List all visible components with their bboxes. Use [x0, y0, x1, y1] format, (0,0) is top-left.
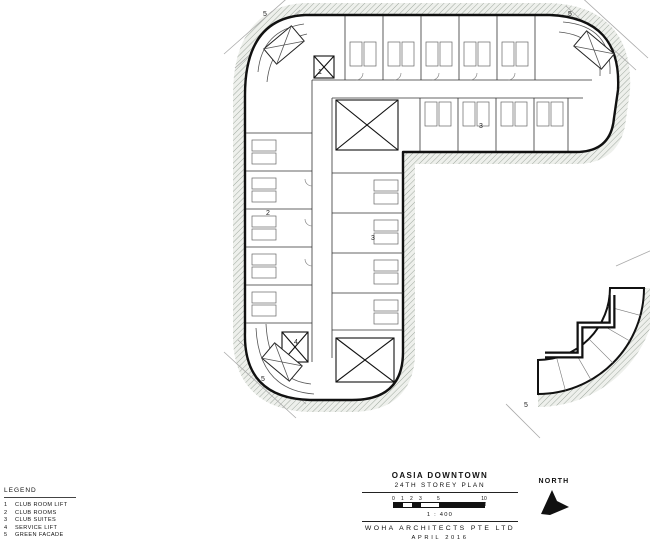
scale-segment — [412, 503, 421, 507]
legend-item: 5 GREEN FACADE — [4, 532, 99, 540]
scale-ratio: 1 : 400 — [426, 512, 454, 518]
plan-annotation: 3 — [371, 235, 375, 242]
stair-lift-cores — [281, 55, 399, 383]
scale-label: 3 — [419, 496, 422, 502]
plan-annotation: 5 — [524, 402, 528, 409]
plan-annotation: 2 — [266, 210, 270, 217]
scale-label: 2 — [410, 496, 413, 502]
legend-item: 4 SERVICE LIFT — [4, 525, 99, 533]
plan-annotation: 5 — [568, 11, 572, 18]
corridor-lines — [311, 79, 592, 362]
legend-item-number: 2 — [4, 509, 8, 516]
plan-annotation: 1 — [318, 69, 322, 76]
north-indicator: NORTH — [531, 478, 577, 524]
door-swings — [304, 72, 516, 267]
room-partitions — [246, 16, 569, 331]
floor-plan-svg — [223, 0, 650, 439]
legend: LEGEND 1 CLUB ROOM LIFT 2 CLUB ROOMS 3 C… — [4, 487, 99, 540]
scale-label: 1 — [401, 496, 404, 502]
plan-annotation: 3 — [479, 123, 483, 130]
scale-bar — [393, 502, 485, 508]
scale-segment — [439, 503, 484, 507]
project-title: OASIA DOWNTOWN — [391, 471, 489, 480]
titleblock-divider — [362, 521, 518, 522]
corner-facade-piece — [537, 287, 646, 396]
titleblock-divider — [362, 492, 518, 493]
legend-title: LEGEND — [4, 487, 76, 498]
legend-item-number: 3 — [4, 517, 8, 524]
corner-stairs — [255, 21, 615, 395]
scale-segment — [421, 503, 439, 507]
graphic-scale: 0 1 2 3 5 10 M — [392, 496, 488, 511]
plan-annotation: 5 — [263, 11, 267, 18]
title-block: OASIA DOWNTOWN 24TH STOREY PLAN 0 1 2 3 … — [352, 471, 528, 544]
scale-segment — [403, 503, 412, 507]
legend-item: 3 CLUB SUITES — [4, 517, 99, 525]
plan-annotation: 5 — [261, 376, 265, 383]
legend-item-label: CLUB ROOMS — [15, 509, 57, 516]
north-arrow-icon — [541, 490, 569, 515]
legend-item-number: 5 — [4, 532, 8, 539]
scale-segment — [394, 503, 403, 507]
legend-item-label: GREEN FACADE — [15, 532, 64, 539]
legend-item-label: CLUB SUITES — [15, 517, 57, 524]
drawing-date: APRIL 2016 — [411, 535, 469, 541]
legend-item-number: 4 — [4, 524, 8, 531]
plan-annotation: 4 — [294, 339, 298, 346]
furniture — [251, 41, 564, 325]
firm-name: WOHA ARCHITECTS PTE LTD — [364, 525, 516, 532]
legend-item-label: CLUB ROOM LIFT — [15, 502, 68, 508]
legend-item: 2 CLUB ROOMS — [4, 510, 99, 518]
north-label: NORTH — [538, 478, 570, 485]
scale-label: 5 — [437, 496, 440, 502]
legend-item-label: SERVICE LIFT — [15, 524, 58, 531]
scale-label: 0 — [392, 496, 395, 502]
legend-item: 1 CLUB ROOM LIFT — [4, 502, 99, 510]
drawing-title: 24TH STOREY PLAN — [394, 482, 486, 489]
legend-item-number: 1 — [4, 502, 8, 508]
